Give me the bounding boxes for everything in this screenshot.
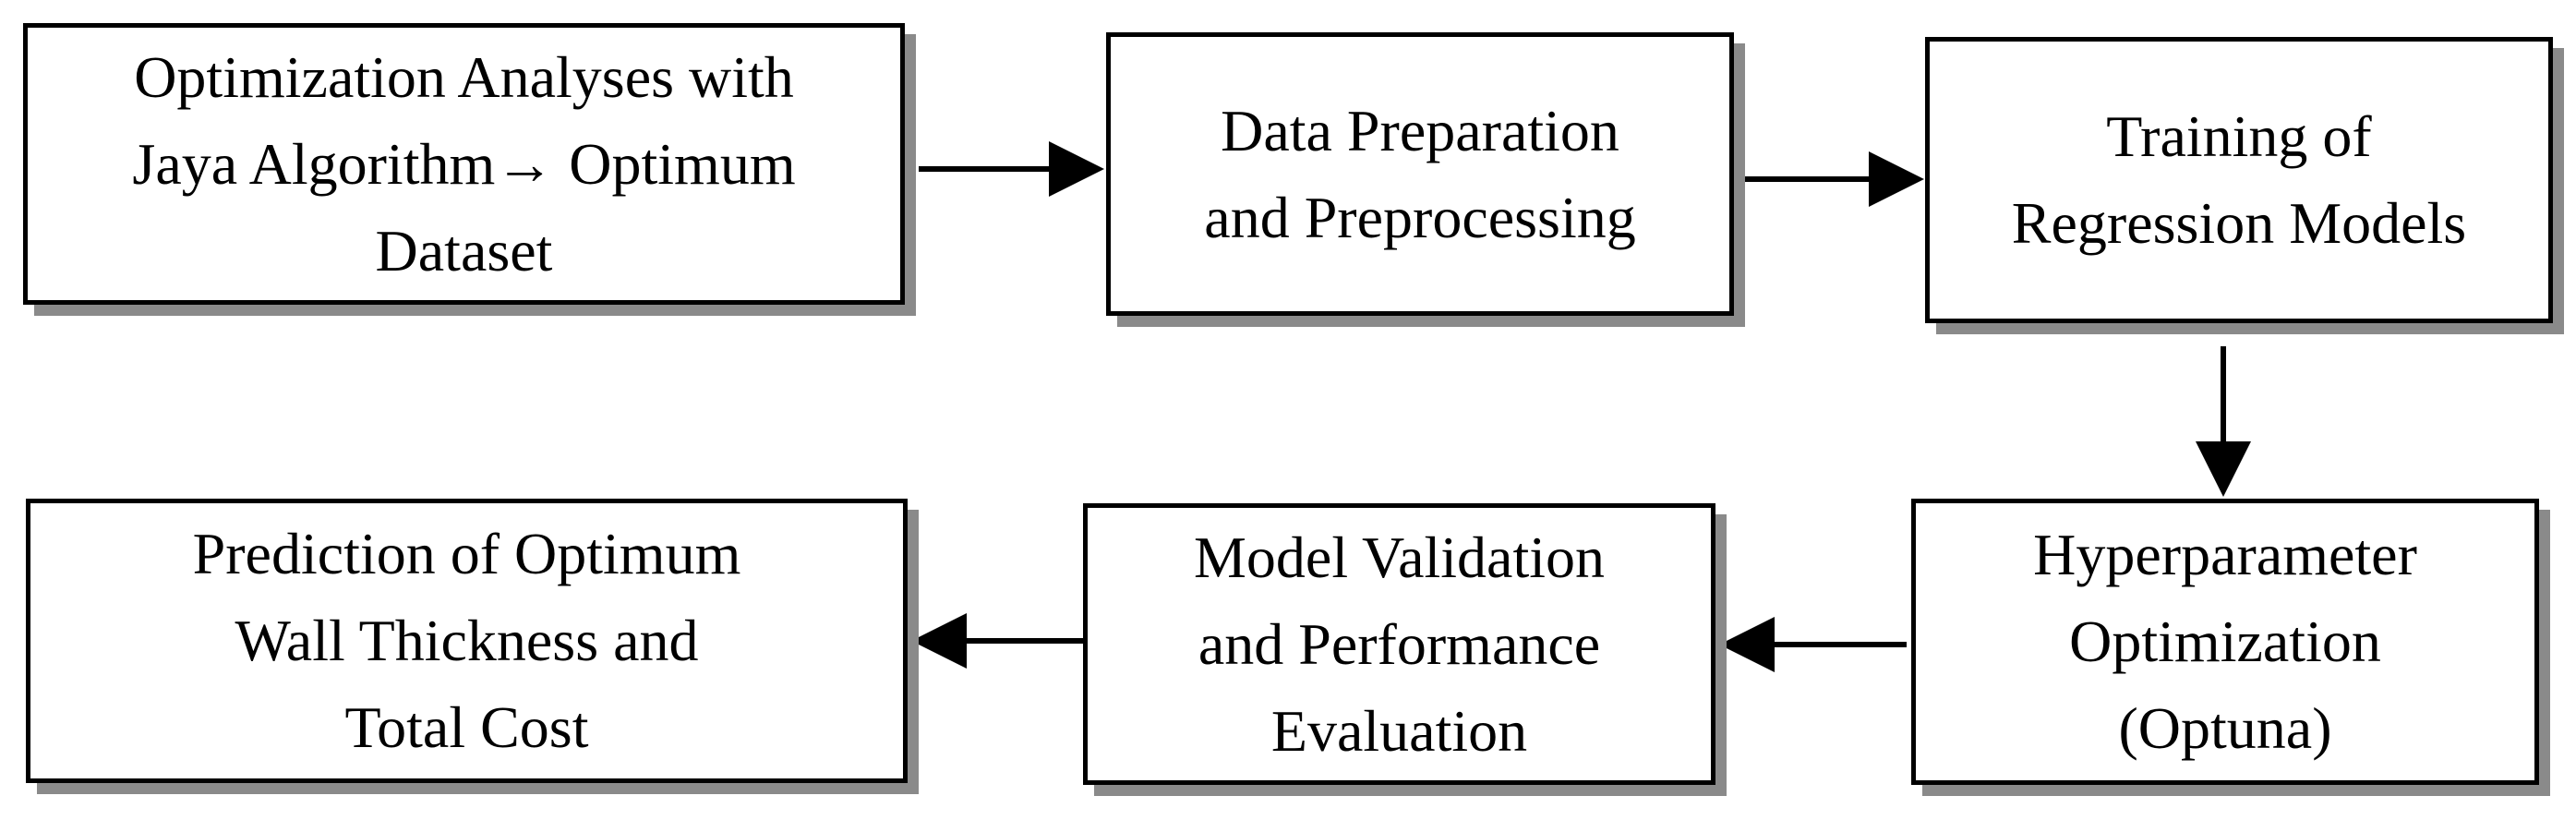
step-text-line: Jaya Algorithm→ Optimum bbox=[132, 130, 796, 197]
step-box-model-validation: Model Validation and Performance Evaluat… bbox=[1083, 503, 1715, 785]
step-text-line: Training of bbox=[2106, 103, 2372, 169]
step-box-hyperparameter-optimization: Hyperparameter Optimization (Optuna) bbox=[1911, 499, 2539, 785]
step-box-data-preparation: Data Preparation and Preprocessing bbox=[1106, 32, 1734, 316]
step-text-line: (Optuna) bbox=[2118, 695, 2332, 761]
step-box-training-regression-models: Training of Regression Models bbox=[1925, 37, 2553, 323]
step-text-line: Data Preparation bbox=[1221, 97, 1619, 163]
step-text-line: Evaluation bbox=[1270, 697, 1528, 764]
step-text-line: Dataset bbox=[375, 217, 553, 283]
step-text-line: and Preprocessing bbox=[1204, 184, 1636, 250]
step-text-line: Optimization bbox=[2069, 609, 2381, 674]
step-text-line: Optimization Analyses with bbox=[134, 43, 794, 110]
step-box-optimization-analyses: Optimization Analyses with Jaya Algorith… bbox=[23, 23, 905, 305]
step-text-line: Prediction of Optimum bbox=[192, 521, 741, 586]
step-text-line: Model Validation bbox=[1194, 524, 1605, 590]
step-text-line: and Performance bbox=[1198, 610, 1601, 677]
step-box-prediction: Prediction of Optimum Wall Thickness and… bbox=[26, 499, 908, 783]
step-text-line: Wall Thickness and bbox=[235, 608, 699, 673]
step-text-line: Regression Models bbox=[2011, 190, 2467, 256]
step-text-line: Total Cost bbox=[344, 694, 589, 760]
step-text-line: Hyperparameter bbox=[2033, 522, 2417, 587]
